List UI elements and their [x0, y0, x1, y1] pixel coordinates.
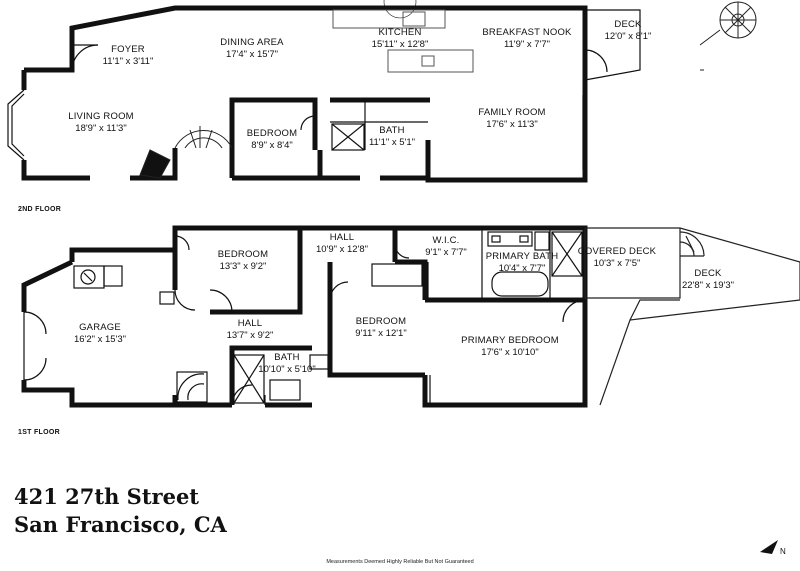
disclaimer-text: Measurements Deemed Highly Reliable But … — [326, 559, 474, 565]
north-arrow-icon: N — [760, 540, 786, 556]
second-floor-walls — [21, 5, 588, 183]
floor-label-second: 2ND FLOOR — [18, 206, 62, 213]
first-floor-decks — [584, 227, 800, 406]
address-line-2: San Francisco, CA — [14, 512, 227, 537]
kitchen-counters — [332, 9, 474, 73]
room-label-bedroom-middle: BEDROOM 9'11" x 12'1" — [355, 316, 407, 339]
second-floor-stairs — [139, 1, 757, 179]
room-label-kitchen: KITCHEN 15'11" x 12'8" — [371, 27, 429, 50]
room-label-deck-lower: DECK 22'8" x 19'3" — [681, 268, 735, 291]
second-floor-thin-lines — [7, 0, 641, 170]
room-label-primary-bedroom: PRIMARY BEDROOM 17'6" x 10'10" — [461, 335, 559, 358]
first-floor-thin-lines — [23, 228, 586, 406]
room-label-bath-lower: BATH 10'10" x 5'10" — [258, 352, 316, 375]
room-label-covered-deck: COVERED DECK 10'3" x 7'5" — [577, 246, 657, 269]
floor-label-first: 1ST FLOOR — [18, 429, 60, 436]
room-label-wic: W.I.C. 9'1" x 7'7" — [425, 235, 467, 258]
room-label-foyer: FOYER 11'1" x 3'11" — [102, 44, 154, 67]
address-line-1: 421 27th Street — [14, 484, 200, 509]
room-label-hall-side: HALL 13'7" x 9'2" — [226, 318, 274, 341]
north-arrow-letter: N — [780, 547, 786, 556]
room-label-breakfast-nook: BREAKFAST NOOK 11'9" x 7'7" — [482, 27, 572, 50]
room-label-hall-main: HALL 10'9" x 12'8" — [315, 232, 369, 255]
room-label-dining-area: DINING AREA 17'4" x 15'7" — [220, 37, 284, 60]
room-label-bedroom-front: BEDROOM 13'3" x 9'2" — [217, 249, 269, 272]
room-label-living-room: LIVING ROOM 18'9" x 11'3" — [68, 111, 134, 134]
room-label-bath-upper: BATH 11'1" x 5'1" — [368, 125, 416, 148]
room-label-family-room: FAMILY ROOM 17'6" x 11'3" — [478, 107, 546, 130]
room-label-garage: GARAGE 16'2" x 15'3" — [73, 322, 127, 345]
room-label-primary-bath: PRIMARY BATH 10'4" x 7'7" — [485, 251, 559, 274]
room-label-bedroom-upper: BEDROOM 8'9" x 8'4" — [246, 128, 298, 151]
room-label-deck-upper: DECK 12'0" x 8'1" — [604, 19, 652, 42]
